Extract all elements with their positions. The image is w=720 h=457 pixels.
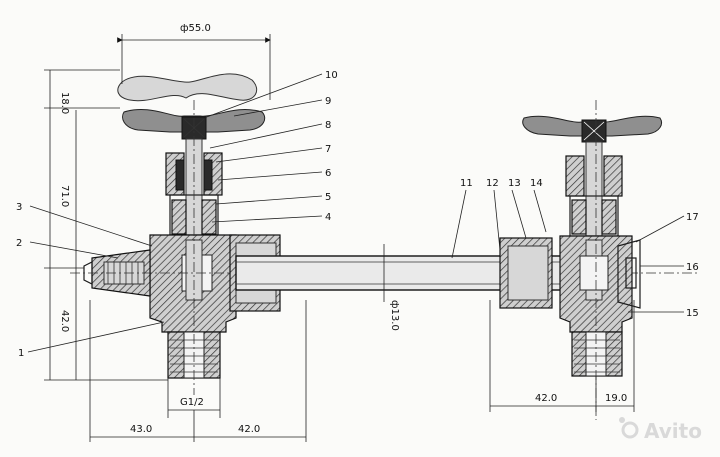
left-handle-ghost xyxy=(117,73,258,102)
avito-watermark: Avito xyxy=(619,417,702,443)
part-label-10: 10 xyxy=(325,70,338,81)
dim-right-span-b: 19.0 xyxy=(605,393,627,404)
part-label-13: 13 xyxy=(508,178,521,189)
dim-lower-height: 42.0 xyxy=(59,310,70,332)
dim-thread: G1/2 xyxy=(180,397,204,408)
avito-logo-icon xyxy=(621,421,639,439)
dimension-lines: ф55.0 18.0 71.0 42.0 ф13.0 G1/2 43.0 42.… xyxy=(44,23,635,442)
part-label-11: 11 xyxy=(460,178,473,189)
watermark-text: Avito xyxy=(644,419,702,443)
part-label-17: 17 xyxy=(686,212,699,223)
part-label-2: 2 xyxy=(16,238,22,249)
part-label-9: 9 xyxy=(325,96,331,107)
part-label-12: 12 xyxy=(486,178,499,189)
right-end-cap xyxy=(617,239,641,309)
part-label-4: 4 xyxy=(325,212,331,223)
part-label-5: 5 xyxy=(325,192,331,203)
dim-right-span-a: 42.0 xyxy=(535,393,557,404)
part-label-6: 6 xyxy=(325,168,331,179)
part-label-7: 7 xyxy=(325,144,331,155)
part-label-14: 14 xyxy=(530,178,543,189)
dim-handle-height: 18.0 xyxy=(59,92,70,114)
left-valve xyxy=(70,73,700,395)
dim-left-span-b: 42.0 xyxy=(238,424,260,435)
part-label-3: 3 xyxy=(16,202,22,213)
right-valve xyxy=(522,100,662,420)
part-label-1: 1 xyxy=(18,348,24,359)
part-label-16: 16 xyxy=(686,262,699,273)
dim-left-span-a: 43.0 xyxy=(130,424,152,435)
dim-top-width: ф55.0 xyxy=(180,23,211,34)
part-labels: 1 2 3 4 5 6 7 8 9 10 11 12 13 14 15 16 1… xyxy=(16,70,699,359)
connecting-pipe xyxy=(229,234,577,312)
part-label-8: 8 xyxy=(325,120,331,131)
dim-pipe-diameter: ф13.0 xyxy=(389,300,400,331)
dim-body-height: 71.0 xyxy=(59,185,70,207)
part-label-15: 15 xyxy=(686,308,699,319)
